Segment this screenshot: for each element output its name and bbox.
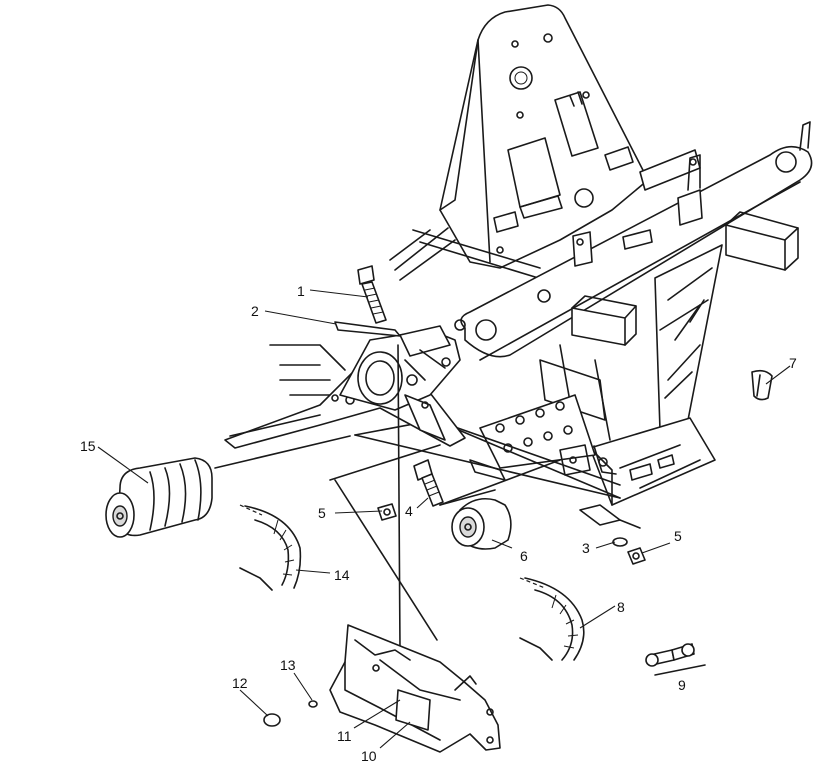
idler-wheel-part-6 xyxy=(451,497,512,550)
bolt-part-1 xyxy=(357,265,387,324)
clip-part-2 xyxy=(334,321,401,337)
callout-10: 10 xyxy=(361,748,377,764)
callout-8: 8 xyxy=(617,599,625,615)
left-pivot-bracket xyxy=(224,325,466,449)
leader-lines xyxy=(97,289,791,749)
washer-part-3 xyxy=(612,537,628,547)
callout-5-left: 5 xyxy=(318,505,326,521)
chain-part-14 xyxy=(239,504,302,591)
callout-6: 6 xyxy=(520,548,528,564)
assembly-lines xyxy=(214,344,496,651)
callout-14: 14 xyxy=(334,567,350,583)
nut-part-5-right xyxy=(627,547,646,565)
washer-part-13 xyxy=(308,700,318,708)
pins-part-9 xyxy=(645,643,706,676)
callout-3: 3 xyxy=(582,540,590,556)
upper-crossbeam xyxy=(454,121,813,361)
chain-part-8 xyxy=(519,577,585,661)
lower-base-plate xyxy=(579,417,716,529)
plug-part-12 xyxy=(263,713,281,727)
clip-part-7 xyxy=(751,369,773,401)
callout-7: 7 xyxy=(789,355,797,371)
callout-1: 1 xyxy=(297,283,305,299)
callout-4: 4 xyxy=(405,503,413,519)
bolt-part-4 xyxy=(413,459,444,507)
callout-9: 9 xyxy=(678,677,686,693)
perforated-strut xyxy=(469,394,596,481)
nut-part-5-left xyxy=(377,503,397,521)
callout-13: 13 xyxy=(280,657,296,673)
callout-2: 2 xyxy=(251,303,259,319)
roller-part-15 xyxy=(105,457,213,538)
callout-15: 15 xyxy=(80,438,96,454)
background-frame-rails xyxy=(269,227,546,396)
callout-labels: 1 2 15 5 4 3 5 6 7 14 8 9 13 12 11 10 xyxy=(80,283,797,764)
right-support-leg xyxy=(539,244,723,441)
callout-5-right: 5 xyxy=(674,528,682,544)
main-frame-plate xyxy=(439,4,649,269)
chain-guard-part-11 xyxy=(329,624,501,753)
callout-12: 12 xyxy=(232,675,248,691)
callout-11: 11 xyxy=(337,728,352,744)
